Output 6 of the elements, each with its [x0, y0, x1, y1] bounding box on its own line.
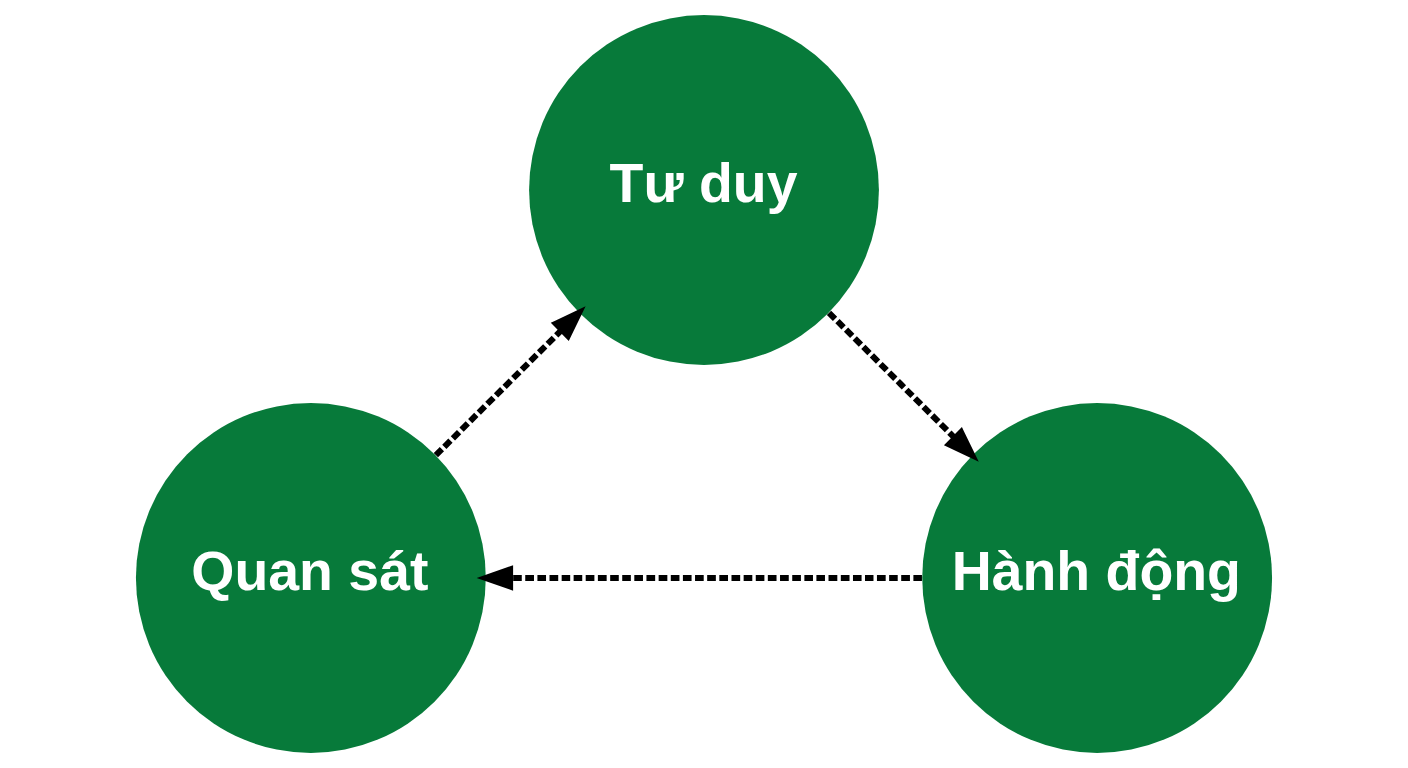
- node-circle: Tư duy: [529, 15, 879, 365]
- arrow: [433, 306, 586, 458]
- arrow: [826, 310, 979, 462]
- node-circle: Hành động: [922, 403, 1273, 753]
- arrow: [476, 565, 922, 591]
- node-circle: Quan sát: [135, 403, 486, 753]
